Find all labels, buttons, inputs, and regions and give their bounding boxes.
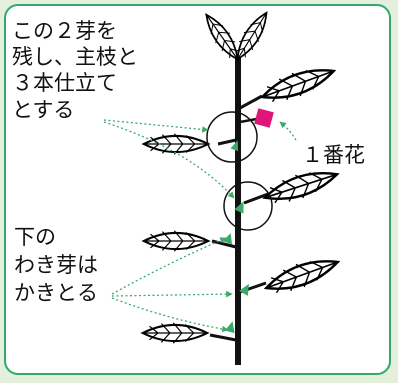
leaf-right-lower <box>260 249 344 301</box>
leaf-stalk <box>211 239 237 249</box>
kept-bud <box>234 201 244 214</box>
leaf-left-lower-2 <box>141 321 209 345</box>
label-remove-buds-line: かきとる <box>14 281 98 305</box>
kept-bud <box>230 140 239 152</box>
leaf-right-middle <box>259 161 343 211</box>
diagram-frame <box>4 4 391 375</box>
label-keep-buds-line: ３本仕立て <box>12 71 117 95</box>
arrow-to-removed-1 <box>111 237 227 295</box>
arrow-to-flower <box>279 121 297 141</box>
side-bud <box>239 283 249 296</box>
leaf-stalk <box>243 192 269 205</box>
arrow-to-bud-1 <box>103 119 209 133</box>
leaf-left-upper <box>142 132 210 156</box>
label-keep-buds-line: この２芽を <box>12 19 117 43</box>
first-flower-icon <box>254 108 274 128</box>
label-remove-buds-line: わき芽は <box>14 253 98 277</box>
leaf-stalk <box>209 333 237 342</box>
leaf-stalk <box>217 138 237 146</box>
label-first-flower: １番花 <box>302 143 365 167</box>
label-remove-buds: 下の わき芽は かきとる <box>14 225 105 305</box>
leaf-left-lower-1 <box>142 229 210 253</box>
side-bud <box>222 233 232 245</box>
kept-bud-circle <box>206 111 258 163</box>
leaf-stalk <box>239 94 263 110</box>
arrow-to-bud-2 <box>103 121 235 199</box>
label-keep-buds-line: とする <box>12 98 74 122</box>
label-keep-buds: この２芽を 残し、主枝と ３本仕立て とする <box>12 19 145 122</box>
label-remove-buds-line: 下の <box>14 225 56 249</box>
leaf-upper-right <box>256 58 340 110</box>
kept-bud-circle <box>223 181 273 231</box>
label-keep-buds-line: 残し、主枝と <box>12 45 138 69</box>
arrow-to-removed-2 <box>111 290 233 298</box>
